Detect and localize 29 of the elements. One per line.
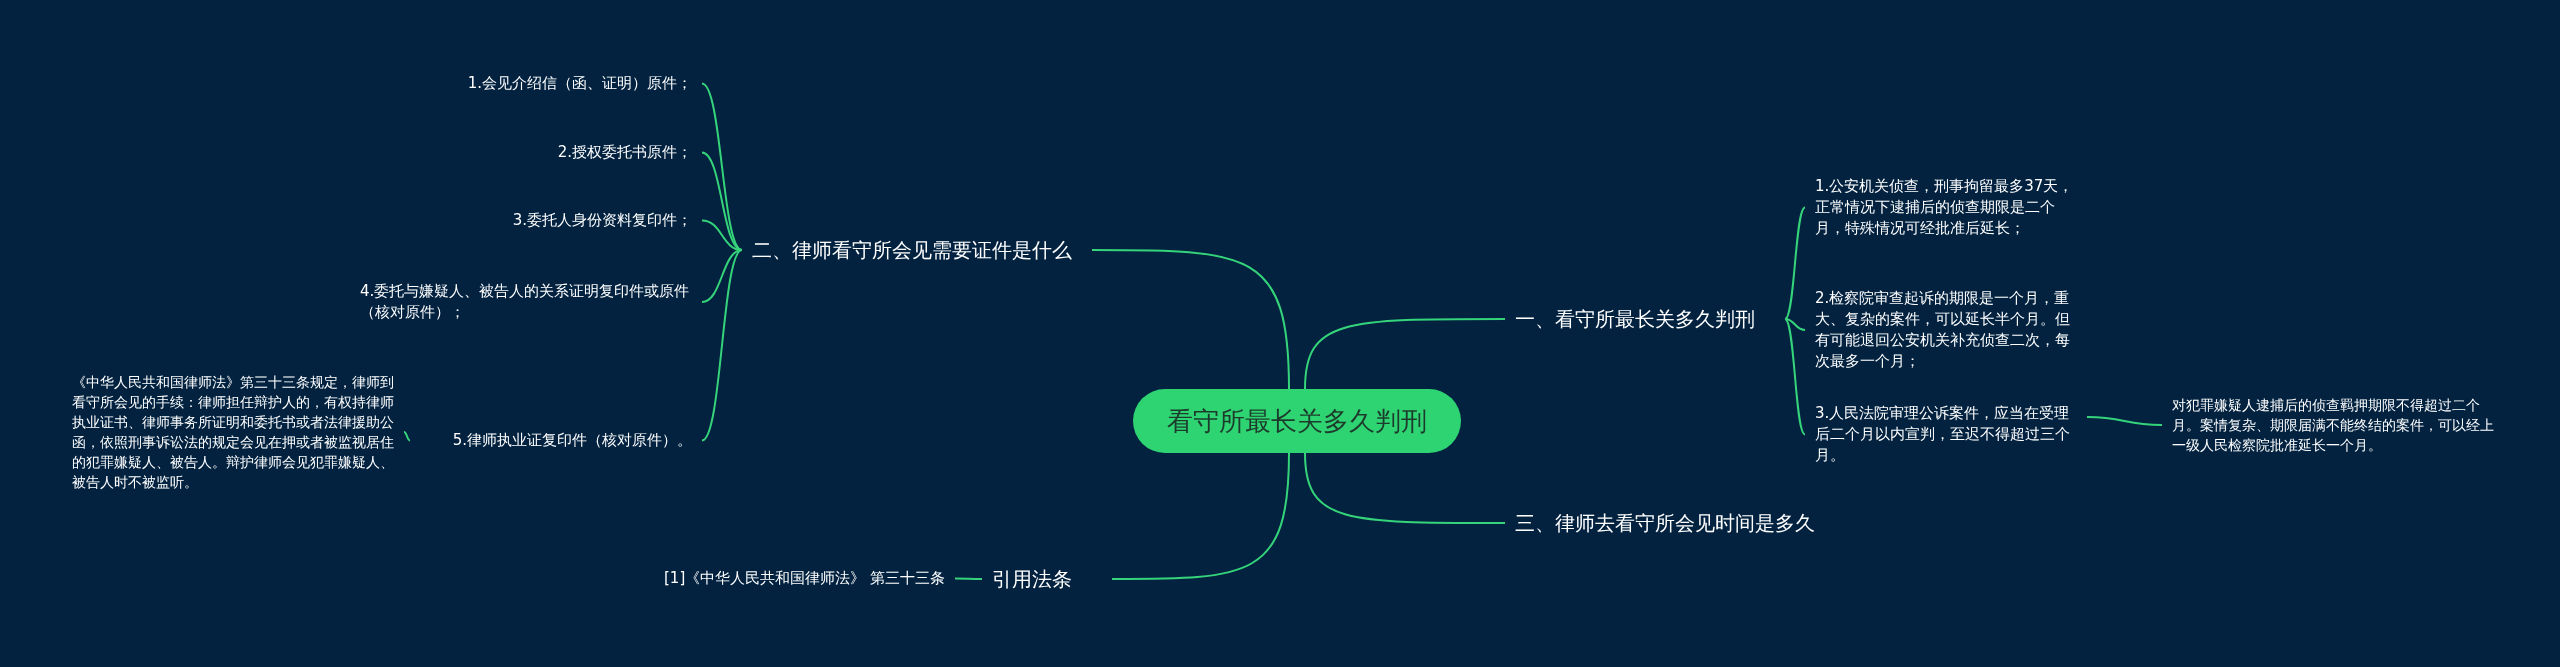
note-topic: 《中华人民共和国律师法》第三十三条规定，律师到看守所会见的手续：律师担任辩护人的，有权持律师执业证书、律师事务所证明和委托书或者法律援助公函，依照刑事诉讼法的规定会见在押或者被监视居住的犯罪嫌疑人、被告人。辩护律师会见犯罪嫌疑人、被告人时不被监听。 <box>72 372 394 492</box>
leaf-topic: 4.委托与嫌疑人、被告人的关系证明复印件或原件（核对原件）； <box>360 281 692 323</box>
connector-line <box>2086 416 2163 426</box>
central-topic: 看守所最长关多久判刑 <box>1133 389 1461 453</box>
connector-line <box>1111 452 1290 580</box>
connector-line <box>701 249 743 303</box>
connector-line <box>1784 206 1806 320</box>
branch-topic: 三、律师去看守所会见时间是多久 <box>1515 509 1845 537</box>
connector-line <box>701 151 743 251</box>
connector-line <box>1091 249 1290 390</box>
connector-line <box>403 431 411 442</box>
connector-line <box>1304 318 1506 390</box>
connector-line <box>701 249 743 442</box>
note-topic: 对犯罪嫌疑人逮捕后的侦查羁押期限不得超过二个月。案情复杂、期限届满不能终结的案件，可以经上一级人民检察院批准延长一个月。 <box>2172 395 2502 455</box>
connector-line <box>1784 318 1806 331</box>
connector-line <box>954 577 983 580</box>
leaf-topic: 2.检察院审查起诉的期限是一个月，重大、复杂的案件，可以延长半个月。但有可能退回公安机关补充侦查二次，每次最多一个月； <box>1815 288 2077 372</box>
leaf-topic: 1.会见介绍信（函、证明）原件； <box>380 73 692 94</box>
leaf-topic: 5.律师执业证复印件（核对原件）。 <box>420 430 692 451</box>
leaf-topic: 3.委托人身份资料复印件； <box>380 210 692 231</box>
connector-line <box>1784 318 1806 436</box>
leaf-topic: [1]《中华人民共和国律师法》 第三十三条 <box>630 568 945 589</box>
branch-topic: 一、看守所最长关多久判刑 <box>1515 305 1775 333</box>
leaf-topic: 1.公安机关侦查，刑事拘留最多37天，正常情况下逮捕后的侦查期限是二个月，特殊情况可经批准后延长； <box>1815 176 2077 239</box>
leaf-topic: 3.人民法院审理公诉案件，应当在受理后二个月以内宣判，至迟不得超过三个月。 <box>1815 403 2077 466</box>
leaf-topic: 2.授权委托书原件； <box>380 142 692 163</box>
branch-topic: 二、律师看守所会见需要证件是什么 <box>752 236 1082 264</box>
branch-topic: 引用法条 <box>992 565 1102 593</box>
connector-line <box>1304 452 1506 524</box>
